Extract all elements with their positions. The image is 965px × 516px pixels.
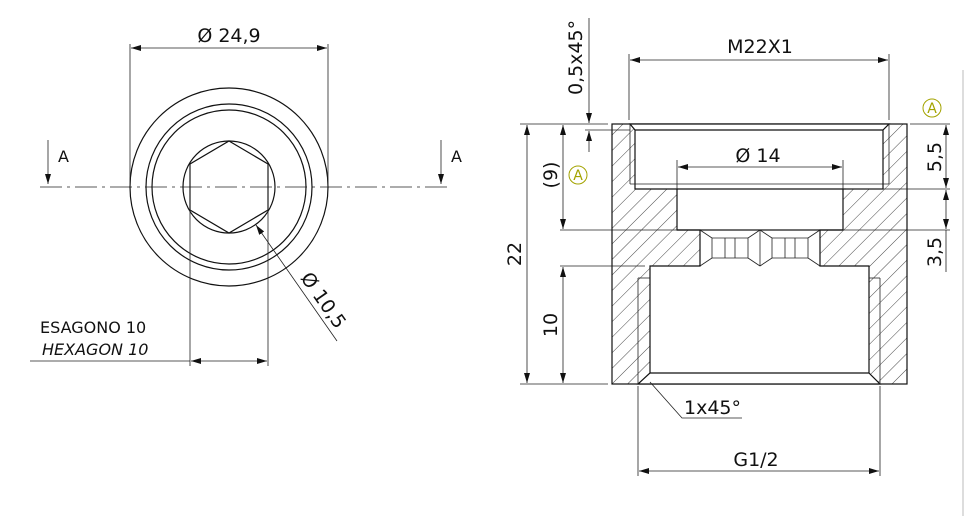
datum-circle	[922, 98, 942, 118]
datum-circle	[568, 165, 588, 185]
dim-total-height: 22	[504, 242, 526, 266]
bore-circle	[151, 109, 307, 265]
dim-depth-mid: 3,5	[924, 237, 946, 267]
section-view: M22X1 0,5x45° Ø 14 22 (9) A 10 5,5 3,	[504, 18, 964, 516]
thread-circle	[145, 103, 313, 271]
dim-bore-diameter: Ø 14	[735, 145, 780, 167]
hex-label-it: ESAGONO 10	[40, 318, 146, 337]
cross-holes	[699, 229, 821, 267]
section-label-right: A	[451, 147, 462, 166]
leader-inner-diameter	[255, 224, 338, 342]
section-label-left: A	[58, 147, 69, 166]
leader-chamfer-bottom	[649, 381, 742, 419]
dim-chamfer-bottom: 1x45°	[684, 397, 741, 419]
dim-chamfer-top: 0,5x45°	[565, 20, 587, 95]
hex-label-en: HEXAGON 10	[42, 340, 148, 359]
front-view: Ø 24,9 A A ESAGONO 10 HEXAGON 10 Ø 10,5	[30, 25, 462, 366]
dim-thread-bottom: G1/2	[733, 449, 778, 471]
dim-ref-depth: (9)	[540, 162, 562, 189]
dim-thread-top: M22X1	[727, 36, 793, 58]
dim-depth-top: 5,5	[924, 142, 946, 172]
datum-label-1: A	[573, 168, 583, 184]
datum-label-2: A	[927, 101, 937, 117]
dim-outer-diameter: Ø 24,9	[197, 25, 260, 47]
dim-lower-depth: 10	[540, 313, 562, 337]
dim-inner-diameter: Ø 10,5	[296, 268, 350, 332]
